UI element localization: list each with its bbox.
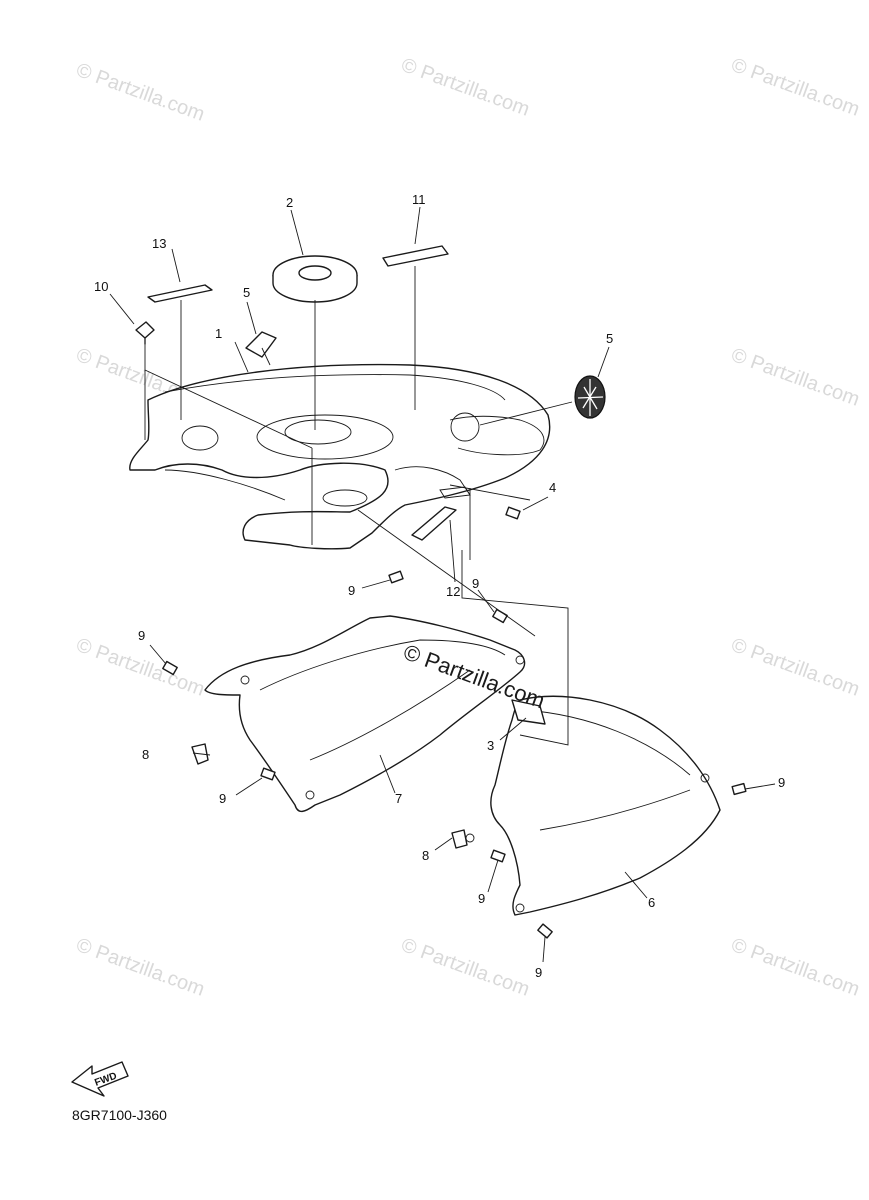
fwd-arrow-icon: FWD xyxy=(71,1061,129,1097)
callout-label: 6 xyxy=(648,895,655,910)
part-10-clip xyxy=(135,321,155,345)
callout-label: 13 xyxy=(152,236,166,251)
bolt xyxy=(162,660,178,676)
callout-label: 3 xyxy=(487,738,494,753)
watermarks: © Partzilla.com © Partzilla.com © Partzi… xyxy=(73,54,862,1001)
callout-label: 9 xyxy=(472,576,479,591)
callout-label: 4 xyxy=(549,480,556,495)
callout-label: 2 xyxy=(286,195,293,210)
bolt xyxy=(505,506,521,520)
part-5-emblem xyxy=(574,375,606,419)
bolt xyxy=(388,570,404,584)
watermark: © Partzilla.com xyxy=(73,59,207,126)
part-8-clip-right xyxy=(451,829,468,849)
watermark: © Partzilla.com xyxy=(73,934,207,1001)
callout-label: 8 xyxy=(422,848,429,863)
callout-label: 5 xyxy=(243,285,250,300)
callout-label: 9 xyxy=(219,791,226,806)
bolt xyxy=(537,923,553,939)
part-13-sticker xyxy=(147,284,213,303)
callout-label: 9 xyxy=(478,891,485,906)
watermark: © Partzilla.com xyxy=(728,54,862,121)
callout-label: 9 xyxy=(138,628,145,643)
watermark: © Partzilla.com xyxy=(73,634,207,701)
callout-label: 10 xyxy=(94,279,108,294)
callout-label: 9 xyxy=(778,775,785,790)
callout-label: 12 xyxy=(446,584,460,599)
callout-label: 9 xyxy=(348,583,355,598)
callout-label: 11 xyxy=(412,192,426,207)
watermark: © Partzilla.com xyxy=(398,54,532,121)
watermark: © Partzilla.com xyxy=(728,934,862,1001)
callout-label: 9 xyxy=(535,965,542,980)
watermark: © Partzilla.com xyxy=(398,934,532,1001)
part-3-bracket xyxy=(511,699,546,725)
part-5-pad xyxy=(245,331,277,358)
callouts: 1 2 3 4 5 5 6 8 8 7 9 9 9 9 9 9 9 xyxy=(94,192,785,980)
diagram-code: 8GR7100-J360 xyxy=(72,1107,167,1123)
part-6-side-cover xyxy=(465,695,721,916)
part-7-side-cover xyxy=(204,615,526,813)
callout-label: 7 xyxy=(395,791,402,806)
part-2-grommet xyxy=(272,255,358,303)
leader-lines xyxy=(144,266,573,746)
bolt xyxy=(260,767,276,781)
part-11-decal xyxy=(382,245,449,267)
bolt xyxy=(490,849,506,863)
bolts xyxy=(162,506,747,939)
bolt xyxy=(731,782,747,796)
part-1-tank-cover xyxy=(129,363,551,550)
watermark: © Partzilla.com xyxy=(728,634,862,701)
watermark: © Partzilla.com xyxy=(728,344,862,411)
callout-label: 8 xyxy=(142,747,149,762)
callout-label: 5 xyxy=(606,331,613,346)
callout-label: 1 xyxy=(215,326,222,341)
